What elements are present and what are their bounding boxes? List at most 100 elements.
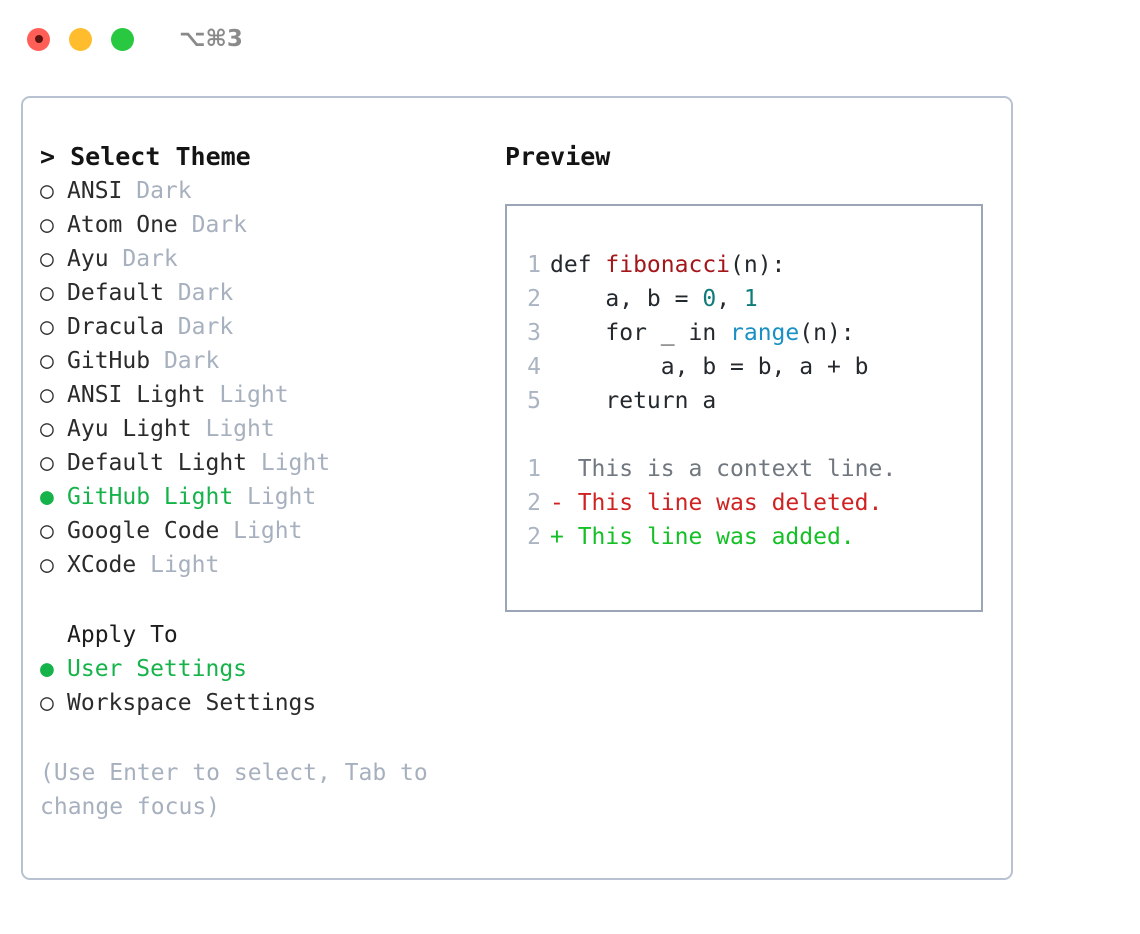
code-token: a, b = b, a + b xyxy=(550,354,869,380)
theme-option-label: ANSI Light xyxy=(67,382,206,408)
select-theme-heading: > Select Theme xyxy=(40,142,251,171)
theme-option-variant-tag: Light xyxy=(233,484,317,510)
radio-unselected-icon: ○ xyxy=(40,212,54,238)
radio-unselected-icon: ○ xyxy=(40,450,54,476)
theme-option-variant-tag: Dark xyxy=(163,280,234,306)
minimize-window-button[interactable] xyxy=(69,27,92,51)
code-line-number: 2 xyxy=(527,286,541,312)
theme-option-variant-tag: Dark xyxy=(150,348,220,374)
theme-options-list: ○ ANSI Dark ○ Atom One Dark ○ Ayu Dark ○ Defaul… xyxy=(40,174,493,582)
theme-option-variant-tag: Light xyxy=(205,382,289,408)
maximize-window-button[interactable] xyxy=(111,27,134,51)
code-token: 1 xyxy=(743,286,758,312)
theme-option-label: GitHub Light xyxy=(67,484,234,510)
apply-to-option-workspace-settings[interactable]: ○ Workspace Settings xyxy=(40,686,493,720)
theme-option-variant-tag: Dark xyxy=(177,212,248,238)
code-line-number: 3 xyxy=(527,320,541,346)
content-panel: > Select Theme ○ANSI Dark○Atom One Dark○… xyxy=(21,96,1013,880)
theme-option-label: Google Code xyxy=(67,518,220,544)
radio-unselected-icon: ○ xyxy=(40,280,54,306)
theme-option-google-code[interactable]: ○Google Code Light xyxy=(40,514,493,548)
code-token: fibonacci xyxy=(605,252,731,278)
apply-to-option-label: User Settings xyxy=(67,656,248,682)
theme-option-label: XCode xyxy=(67,552,137,578)
radio-unselected-icon: ○ xyxy=(40,314,54,340)
diff-line-number: 2 xyxy=(527,524,541,550)
diff-line-number: 2 xyxy=(527,490,541,516)
theme-option-dracula[interactable]: ○ Dracula Dark xyxy=(40,310,493,344)
code-line: 5 return a xyxy=(507,384,981,418)
code-line-number: 1 xyxy=(527,252,541,278)
theme-option-ansi-light[interactable]: ○ ANSI Light Light xyxy=(40,378,493,412)
apply-to-options-list: ● User Settings ○ Workspace Settings xyxy=(40,652,493,720)
diff-text: This line was added. xyxy=(577,524,855,550)
code-token: def xyxy=(550,252,606,278)
radio-unselected-icon: ○ xyxy=(40,416,54,442)
theme-option-github-light[interactable]: ● GitHub Light Light xyxy=(40,480,493,514)
theme-option-github[interactable]: ○ GitHub Dark xyxy=(40,344,493,378)
code-token: for _ in xyxy=(550,320,731,346)
radio-unselected-icon: ○ xyxy=(40,246,54,272)
theme-option-ayu-light[interactable]: ○Ayu Light Light xyxy=(40,412,493,446)
diff-marker xyxy=(550,456,578,482)
diff-text: This is a context line. xyxy=(577,456,897,482)
code-line: 2 a, b = 0, 1 xyxy=(507,282,981,316)
radio-unselected-icon: ○ xyxy=(40,178,54,204)
radio-unselected-icon: ○ xyxy=(40,382,54,408)
theme-option-variant-tag: Light xyxy=(247,450,331,476)
preview-heading: Preview xyxy=(505,142,611,171)
diff-line: 2- This line was deleted. xyxy=(507,486,981,520)
radio-selected-icon: ● xyxy=(40,656,54,682)
theme-option-variant-tag: Dark xyxy=(122,178,192,204)
radio-unselected-icon: ○ xyxy=(40,690,54,716)
code-token: 0 xyxy=(702,286,717,312)
theme-option-variant-tag: Light xyxy=(191,416,275,442)
theme-option-ansi[interactable]: ○ ANSI Dark xyxy=(40,174,493,208)
radio-selected-icon: ● xyxy=(40,484,54,510)
radio-unselected-icon: ○ xyxy=(40,552,54,578)
theme-option-xcode[interactable]: ○ XCode Light xyxy=(40,548,493,582)
diff-sample: 1 This is a context line.2- This line wa… xyxy=(507,452,981,554)
code-line-number: 4 xyxy=(527,354,541,380)
code-token: (n): xyxy=(799,320,855,346)
diff-line: 1 This is a context line. xyxy=(507,452,981,486)
theme-option-label: Atom One xyxy=(67,212,178,238)
diff-line-number: 1 xyxy=(527,456,541,482)
apply-to-option-user-settings[interactable]: ● User Settings xyxy=(40,652,493,686)
radio-unselected-icon: ○ xyxy=(40,518,54,544)
code-line: 1 def fibonacci(n): xyxy=(507,248,981,282)
theme-option-label: Dracula xyxy=(67,314,164,340)
theme-option-label: GitHub xyxy=(67,348,151,374)
code-token: (n): xyxy=(730,252,786,278)
apply-to-heading: Apply To xyxy=(67,622,178,648)
theme-picker-column: > Select Theme ○ANSI Dark○Atom One Dark○… xyxy=(23,140,493,878)
theme-option-variant-tag: Dark xyxy=(163,314,234,340)
section-spacer xyxy=(40,582,493,618)
theme-option-label: Default Light xyxy=(67,450,248,476)
code-line: 3 for _ in range(n): xyxy=(507,316,981,350)
keyboard-shortcut-label: ⌥⌘3 xyxy=(179,26,243,52)
keyboard-hint-text: (Use Enter to select, Tab to change focu… xyxy=(40,760,428,820)
theme-option-default[interactable]: ○ Default Dark xyxy=(40,276,493,310)
code-token: range xyxy=(730,320,800,346)
apply-to-option-label: Workspace Settings xyxy=(67,690,317,716)
theme-option-variant-tag: Light xyxy=(136,552,220,578)
code-token: return a xyxy=(550,388,717,414)
theme-option-label: Default xyxy=(67,280,164,306)
radio-unselected-icon: ○ xyxy=(40,348,54,374)
theme-option-ayu[interactable]: ○Ayu Dark xyxy=(40,242,493,276)
theme-option-label: ANSI xyxy=(67,178,123,204)
theme-option-label: Ayu xyxy=(67,246,109,272)
diff-text: This line was deleted. xyxy=(577,490,883,516)
diff-marker: + xyxy=(550,524,578,550)
theme-option-default-light[interactable]: ○ Default Light Light xyxy=(40,446,493,480)
theme-option-atom-one[interactable]: ○ Atom One Dark xyxy=(40,208,493,242)
traffic-lights xyxy=(27,27,134,51)
code-line: 4 a, b = b, a + b xyxy=(507,350,981,384)
title-bar: ⌥⌘3 xyxy=(0,0,1140,78)
close-window-button[interactable] xyxy=(27,27,50,51)
diff-line: 2 + This line was added. xyxy=(507,520,981,554)
